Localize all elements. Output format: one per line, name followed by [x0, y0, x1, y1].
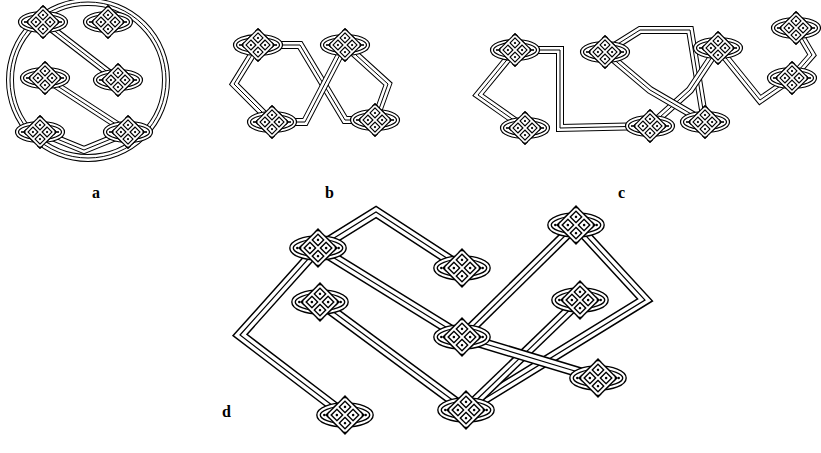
strand-band: [515, 50, 650, 128]
knot-motif: [17, 118, 63, 146]
knot-motif: [22, 64, 68, 92]
strand-band: [272, 45, 345, 122]
knot-motif: [235, 31, 281, 59]
figure-letter: d: [222, 404, 231, 420]
strand-band: [272, 45, 345, 122]
ring-band: [10, 2, 166, 158]
knot-motif: [773, 14, 819, 42]
knot-motif: [20, 8, 66, 36]
knot-figure: [478, 14, 819, 142]
knot-motif: [319, 399, 372, 432]
knot-motif: [682, 108, 728, 136]
knot-motif: [105, 118, 151, 146]
knot-motif: [554, 284, 607, 317]
knot-motif: [550, 209, 603, 242]
strand-band: [234, 45, 272, 122]
ring-band: [10, 2, 166, 158]
knot-motif: [440, 394, 493, 427]
knot-motif: [492, 36, 538, 64]
knot-motif: [95, 66, 141, 94]
knot-motif: [769, 64, 815, 92]
figure-letter: a: [92, 185, 100, 201]
knot-motif: [322, 31, 368, 59]
strand-band: [605, 52, 705, 122]
knot-figure: [234, 31, 398, 136]
ring-band: [10, 2, 166, 158]
strand-band: [515, 50, 650, 128]
knot-motif: [627, 112, 673, 140]
strand-band: [345, 45, 388, 120]
strand-band: [345, 45, 388, 120]
knot-motif: [582, 38, 628, 66]
strand-band: [466, 225, 645, 410]
strand-band: [320, 302, 466, 410]
strand-band: [234, 45, 272, 122]
knot-motif: [294, 286, 347, 319]
strand-band: [272, 45, 345, 122]
knot-figure: [10, 2, 166, 158]
figure-letter: c: [618, 185, 625, 201]
strand-band: [234, 45, 272, 122]
strand-band: [345, 45, 388, 120]
knot-motif: [695, 34, 741, 62]
strand-band: [515, 50, 650, 128]
strand-band: [605, 52, 705, 122]
knot-motif: [436, 252, 489, 285]
knot-motif: [572, 362, 625, 395]
strand-band: [320, 302, 466, 410]
strand-band: [466, 225, 645, 410]
knot-motif: [436, 321, 489, 354]
strand-band: [466, 225, 645, 410]
strand-band: [605, 52, 705, 122]
knot-motif: [249, 108, 295, 136]
knot-figure: [240, 209, 645, 432]
knot-motif: [85, 8, 131, 36]
knot-motif: [352, 106, 398, 134]
strand-band: [320, 302, 466, 410]
knot-motif: [502, 114, 548, 142]
knot-motif: [292, 232, 345, 265]
figure-letter: b: [325, 185, 334, 201]
